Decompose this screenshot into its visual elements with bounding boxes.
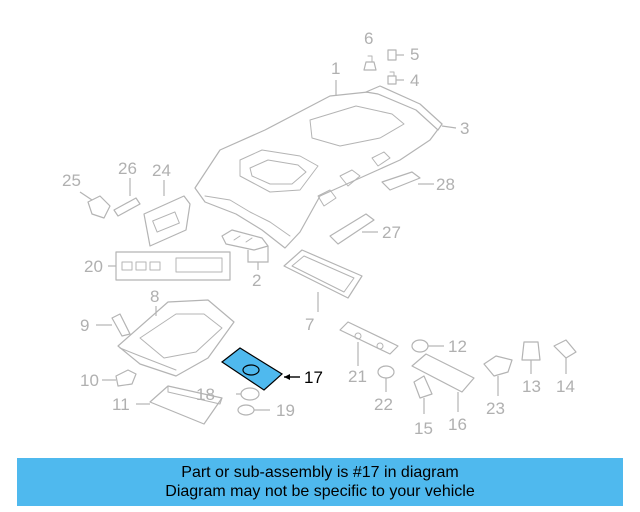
pad-part-15 bbox=[413, 375, 433, 414]
overhead-console-part-8 bbox=[117, 299, 235, 377]
bracket-part-9 bbox=[96, 313, 131, 337]
callout-26: 26 bbox=[118, 159, 137, 178]
callout-12: 12 bbox=[448, 337, 467, 356]
callout-9: 9 bbox=[80, 316, 89, 335]
callout-20: 20 bbox=[84, 257, 103, 276]
grab-handle-part-27 bbox=[329, 213, 378, 245]
cap-part-22 bbox=[377, 365, 395, 392]
cover-part-26 bbox=[113, 178, 141, 217]
callout-10: 10 bbox=[80, 371, 99, 390]
switch-panel-part-20 bbox=[108, 251, 231, 281]
callout-2: 2 bbox=[252, 271, 261, 290]
callout-22: 22 bbox=[374, 395, 393, 414]
callout-27: 27 bbox=[382, 223, 401, 242]
banner-line-1: Part or sub-assembly is #17 in diagram bbox=[181, 464, 459, 481]
banner-line-2: Diagram may not be specific to your vehi… bbox=[165, 483, 475, 500]
callout-4: 4 bbox=[410, 71, 419, 90]
trim-part-16 bbox=[411, 353, 475, 412]
callout-18: 18 bbox=[196, 385, 215, 404]
callout-19: 19 bbox=[276, 401, 295, 420]
grab-handle-part-28 bbox=[381, 171, 434, 191]
callout-8: 8 bbox=[150, 287, 159, 306]
clip-part-25 bbox=[79, 191, 111, 219]
callout-3: 3 bbox=[460, 119, 469, 138]
cap-part-19 bbox=[237, 404, 270, 416]
callout-11: 11 bbox=[112, 395, 130, 414]
callout-17: 17 bbox=[304, 368, 323, 387]
callout-1: 1 bbox=[331, 59, 340, 78]
strip-part-21 bbox=[339, 321, 399, 366]
callout-28: 28 bbox=[436, 175, 455, 194]
bulb-part-14 bbox=[553, 339, 577, 374]
callout-23: 23 bbox=[486, 399, 505, 418]
grommet-part-12 bbox=[411, 339, 444, 353]
storage-bin-part-11 bbox=[136, 385, 223, 425]
info-banner: Part or sub-assembly is #17 in diagram D… bbox=[17, 458, 623, 506]
callout-6: 6 bbox=[364, 29, 373, 48]
callout-25: 25 bbox=[62, 171, 81, 190]
sunvisor-part-24 bbox=[143, 180, 191, 247]
callout-14: 14 bbox=[556, 377, 575, 396]
callout-16: 16 bbox=[448, 415, 467, 434]
fastener-part-5 bbox=[387, 49, 404, 61]
roof-rail-trim-part bbox=[365, 85, 443, 131]
clip-part-23 bbox=[483, 355, 513, 396]
clip-part-2 bbox=[221, 229, 269, 270]
lens-part-7 bbox=[283, 249, 363, 312]
clip-part-10 bbox=[102, 369, 137, 387]
lamp-part-13 bbox=[521, 341, 541, 374]
fastener-part-4 bbox=[387, 71, 404, 85]
cap-part-18 bbox=[236, 387, 260, 401]
callout-13: 13 bbox=[522, 377, 541, 396]
headliner-part bbox=[194, 87, 443, 249]
callout-15: 15 bbox=[414, 419, 433, 438]
callout-24: 24 bbox=[152, 161, 171, 180]
highlighted-part-17 bbox=[220, 347, 300, 391]
callout-21: 21 bbox=[348, 367, 367, 386]
callout-5: 5 bbox=[410, 45, 419, 64]
fastener-part-6 bbox=[363, 55, 377, 71]
callout-7: 7 bbox=[305, 315, 314, 334]
